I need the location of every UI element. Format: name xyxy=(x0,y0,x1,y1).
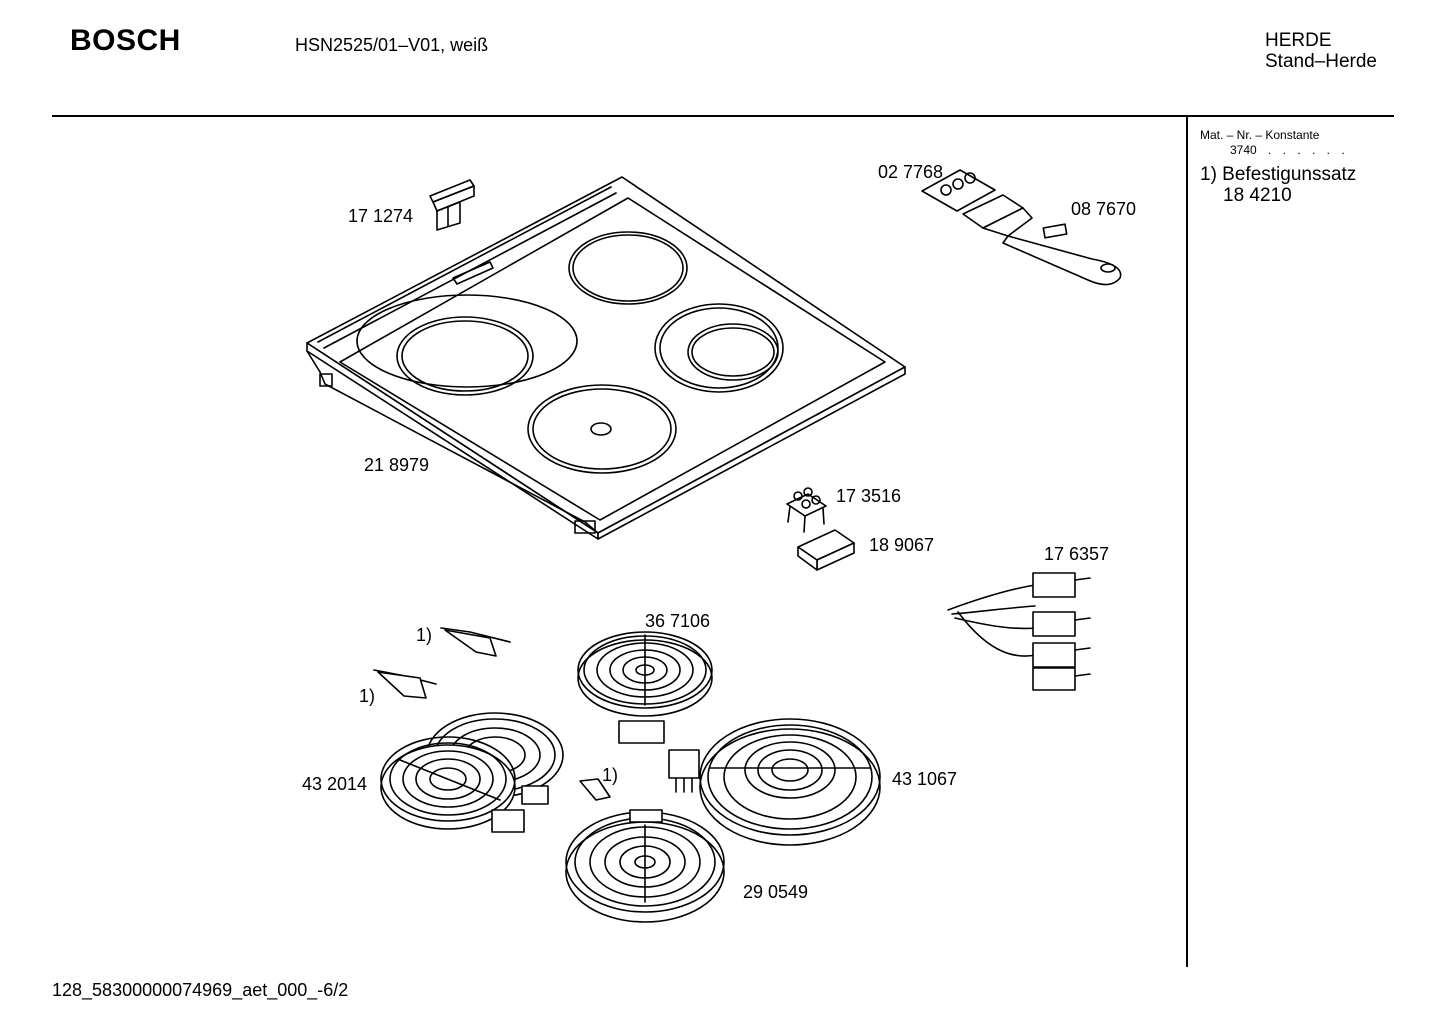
brand-logo: BOSCH xyxy=(70,24,181,57)
bracket-189067-drawing xyxy=(797,529,855,571)
part-label-432014: 43 2014 xyxy=(302,774,367,794)
part-label-218979: 21 8979 xyxy=(364,455,429,475)
switch-block-176357-drawing xyxy=(947,572,1091,691)
heating-element-432014-drawing xyxy=(380,712,564,833)
heating-element-367106-drawing xyxy=(577,631,713,744)
cooktop-panel-drawing xyxy=(306,176,906,540)
part-label-290549: 29 0549 xyxy=(743,882,808,902)
part-label-176357: 17 6357 xyxy=(1044,544,1109,564)
part-label-189067: 18 9067 xyxy=(869,535,934,555)
appliance-subcategory: Stand–Herde xyxy=(1265,51,1377,72)
sidebar-code: 3740 xyxy=(1230,143,1257,157)
part-label-367106: 36 7106 xyxy=(645,611,710,631)
model-number: HSN2525/01–V01, weiß xyxy=(295,35,489,55)
clip-171274-drawing xyxy=(429,179,475,231)
heating-element-290549-drawing xyxy=(565,809,725,923)
heating-element-431067-drawing xyxy=(668,718,881,846)
sidebar-divider xyxy=(1186,117,1188,967)
connector-173516-drawing xyxy=(786,487,827,533)
fastening-clip-lower-drawing xyxy=(373,669,437,699)
part-label-431067: 43 1067 xyxy=(892,769,957,789)
fastening-clip-upper-drawing xyxy=(440,627,511,657)
part-label-171274: 17 1274 xyxy=(348,206,413,226)
note-label-small: 1) xyxy=(602,765,618,785)
part-label-173516: 17 3516 xyxy=(836,486,901,506)
sidebar-item-label: 1) Befestigunssatz xyxy=(1200,164,1357,185)
header-divider xyxy=(52,115,1394,117)
sidebar-item-part-number: 18 4210 xyxy=(1223,185,1292,206)
sidebar-heading: Mat. – Nr. – Konstante xyxy=(1200,128,1320,142)
cover-plate-027768-drawing xyxy=(921,169,996,212)
sidebar-code-dots: . . . . . . xyxy=(1268,143,1349,157)
note-label-upper: 1) xyxy=(416,625,432,645)
strap-087670-drawing xyxy=(962,194,1122,286)
part-label-027768: 02 7768 xyxy=(878,162,943,182)
appliance-category: HERDE xyxy=(1265,30,1332,51)
document-id: 128_58300000074969_aet_000_-6/2 xyxy=(52,980,349,1000)
fastening-clip-small-drawing xyxy=(579,778,611,801)
note-label-lower: 1) xyxy=(359,686,375,706)
part-label-087670: 08 7670 xyxy=(1071,199,1136,219)
